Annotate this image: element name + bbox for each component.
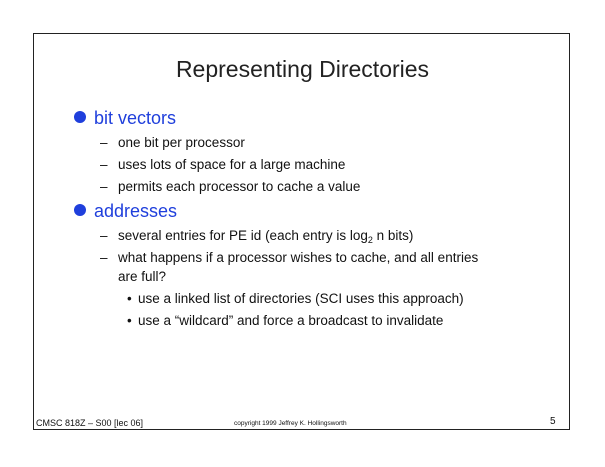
dash-icon: –: [100, 135, 108, 150]
list-item: –uses lots of space for a large machine: [100, 157, 346, 172]
footer-copyright: copyright 1999 Jeffrey K. Hollingsworth: [234, 420, 347, 427]
section-heading-addresses: addresses: [74, 201, 177, 222]
sub-list-item: •use a “wildcard” and force a broadcast …: [127, 313, 444, 328]
dash-icon: –: [100, 228, 108, 243]
filled-circle-icon: [74, 204, 86, 216]
bullet-icon: •: [127, 291, 132, 306]
bullet-icon: •: [127, 313, 132, 328]
list-item: –several entries for PE id (each entry i…: [100, 228, 414, 245]
slide-frame: [33, 33, 570, 430]
page-number: 5: [550, 416, 556, 427]
list-item-continuation: are full?: [118, 269, 167, 284]
footer-course: CMSC 818Z – S00 [lec 06]: [36, 418, 144, 428]
list-item: –what happens if a processor wishes to c…: [100, 250, 479, 265]
dash-icon: –: [100, 157, 108, 172]
dash-icon: –: [100, 250, 108, 265]
list-item: –permits each processor to cache a value: [100, 179, 361, 194]
dash-icon: –: [100, 179, 108, 194]
section-heading-bit-vectors: bit vectors: [74, 108, 176, 129]
sub-list-item: •use a linked list of directories (SCI u…: [127, 291, 464, 306]
slide-title: Representing Directories: [175, 56, 430, 82]
list-item: –one bit per processor: [100, 135, 245, 150]
filled-circle-icon: [74, 111, 86, 123]
